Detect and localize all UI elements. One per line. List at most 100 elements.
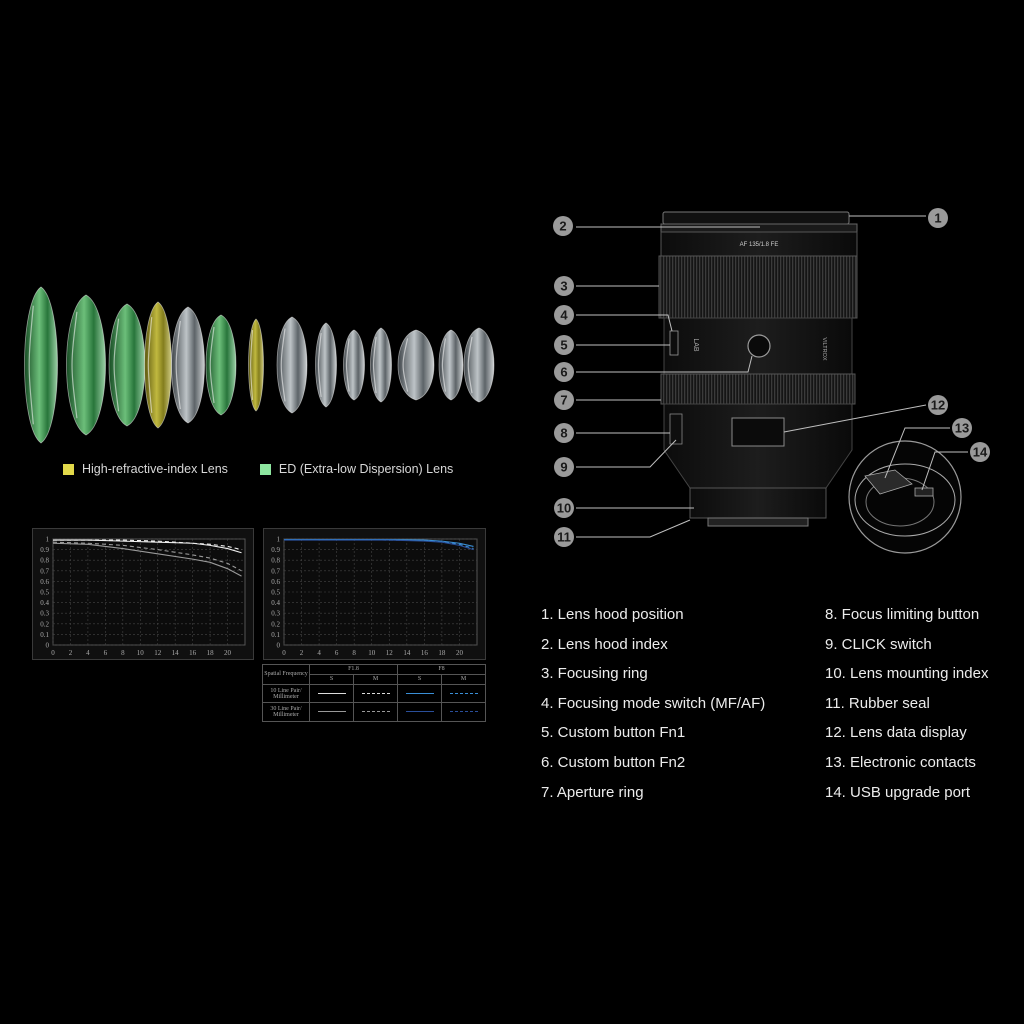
- hri-swatch: [63, 463, 74, 475]
- y-tick-label: 0.6: [40, 578, 49, 586]
- callout-13: 13: [952, 418, 972, 438]
- part-item: 13. Electronic contacts: [825, 753, 976, 771]
- lens-body-drawing: AF 135/1.8 FE LAB VILTROX: [658, 211, 962, 554]
- x-tick-label: 20: [456, 649, 464, 657]
- lens-legend: High-refractive-index Lens ED (Extra-low…: [63, 462, 453, 476]
- row-30lp: 30 Line Pair/ Millimeter: [262, 702, 310, 722]
- svg-text:7: 7: [560, 393, 567, 408]
- x-tick-label: 10: [137, 649, 145, 657]
- focusing-ring: [658, 255, 858, 319]
- x-tick-label: 18: [438, 649, 446, 657]
- callout-11: 11: [554, 527, 574, 547]
- subcol-m-1: M: [353, 673, 398, 685]
- y-tick-label: 0.6: [271, 578, 280, 586]
- ed-swatch: [259, 463, 271, 475]
- focus-limit-button: [669, 413, 683, 445]
- y-tick-label: 0.8: [271, 557, 280, 565]
- y-tick-label: 0.2: [40, 620, 49, 628]
- x-tick-label: 12: [386, 649, 394, 657]
- y-tick-label: 0.9: [271, 546, 280, 554]
- x-tick-label: 8: [352, 649, 356, 657]
- mtf-series-line: [53, 539, 242, 551]
- svg-text:9: 9: [560, 460, 567, 475]
- svg-text:5: 5: [560, 338, 567, 353]
- part-item: 5. Custom button Fn1: [541, 724, 686, 742]
- callout-2: 2: [553, 216, 573, 236]
- svg-text:3: 3: [560, 279, 567, 294]
- front-rim: [660, 223, 858, 233]
- part-item: 10. Lens mounting index: [825, 665, 989, 683]
- y-tick-label: 0.2: [271, 620, 280, 628]
- lens-element-clear: [276, 316, 308, 414]
- svg-text:11: 11: [557, 530, 571, 545]
- y-tick-label: 0.3: [271, 610, 280, 618]
- part-item: 12. Lens data display: [825, 724, 967, 742]
- parts-list-left: 1. Lens hood position 2. Lens hood index…: [541, 603, 765, 810]
- part-item: 7. Aperture ring: [541, 783, 644, 801]
- line-sample: [353, 683, 398, 704]
- subcol-s-1: S: [309, 673, 354, 685]
- x-tick-label: 6: [335, 649, 339, 657]
- part-item: 1. Lens hood position: [541, 606, 684, 623]
- optical-elements-group: [24, 286, 495, 444]
- legend-ed: ED (Extra-low Dispersion) Lens: [259, 462, 454, 476]
- part-item: 14. USB upgrade port: [825, 783, 971, 801]
- svg-text:14: 14: [973, 445, 988, 460]
- aperture-f18: F1.8: [309, 664, 398, 675]
- hood-mount-ring: [662, 211, 850, 225]
- x-tick-label: 2: [300, 649, 304, 657]
- callout-1: 1: [928, 208, 948, 228]
- svg-text:1: 1: [934, 211, 941, 226]
- lab-text: LAB: [692, 338, 699, 352]
- legend-hri: High-refractive-index Lens: [63, 462, 228, 476]
- legend-ed-label: ED (Extra-low Dispersion) Lens: [278, 462, 454, 476]
- aperture-f8: F8: [397, 664, 486, 675]
- lens-element-ed: [24, 286, 58, 444]
- x-tick-label: 20: [224, 649, 232, 657]
- mtf-legend-table: Spatial Frequency F1.8 F8 S M S M 10 Lin…: [262, 664, 486, 722]
- svg-text:2: 2: [559, 219, 566, 234]
- y-tick-label: 0.7: [271, 567, 280, 575]
- svg-text:13: 13: [955, 421, 969, 436]
- callout-3: 3: [554, 276, 574, 296]
- lens-element-clear: [397, 329, 435, 401]
- callout-badges: 1 2 3 4 5 6 7 8 9 10 11 12 13 14: [553, 208, 990, 547]
- legend-hri-label: High-refractive-index Lens: [82, 462, 228, 476]
- lens-element-clear: [171, 306, 205, 424]
- callout-7: 7: [554, 390, 574, 410]
- rear-detail-circle: [848, 440, 962, 554]
- part-item: 6. Custom button Fn2: [541, 753, 686, 771]
- y-tick-label: 0.4: [271, 599, 280, 607]
- lens-element-clear: [438, 329, 464, 401]
- lens-element-hri: [248, 318, 264, 412]
- svg-text:6: 6: [560, 365, 567, 380]
- subcol-s-2: S: [397, 673, 442, 685]
- lens-element-clear: [315, 322, 337, 408]
- line-sample: [353, 702, 398, 722]
- parts-list-right: 8. Focus limiting button 9. CLICK switch…: [825, 603, 988, 810]
- lens-element-ed: [205, 314, 237, 416]
- subcol-m-2: M: [441, 673, 486, 685]
- fn2-button: [747, 334, 771, 358]
- part-item: 11. Rubber seal: [825, 694, 930, 712]
- y-tick-label: 0.4: [40, 599, 49, 607]
- mtf-series-line: [284, 539, 474, 551]
- line-sample: [441, 683, 486, 704]
- svg-text:4: 4: [560, 308, 568, 323]
- callout-12: 12: [928, 395, 948, 415]
- callout-14: 14: [970, 442, 990, 462]
- x-tick-label: 14: [172, 649, 180, 657]
- x-tick-label: 6: [104, 649, 108, 657]
- x-tick-label: 4: [86, 649, 90, 657]
- lens-element-ed: [108, 303, 146, 427]
- y-tick-label: 0.5: [40, 589, 49, 597]
- bayonet-mount: [707, 517, 809, 527]
- svg-text:8: 8: [560, 426, 567, 441]
- x-tick-label: 16: [421, 649, 429, 657]
- usb-port-detail: [914, 487, 934, 497]
- mtf-series-line: [52, 542, 242, 577]
